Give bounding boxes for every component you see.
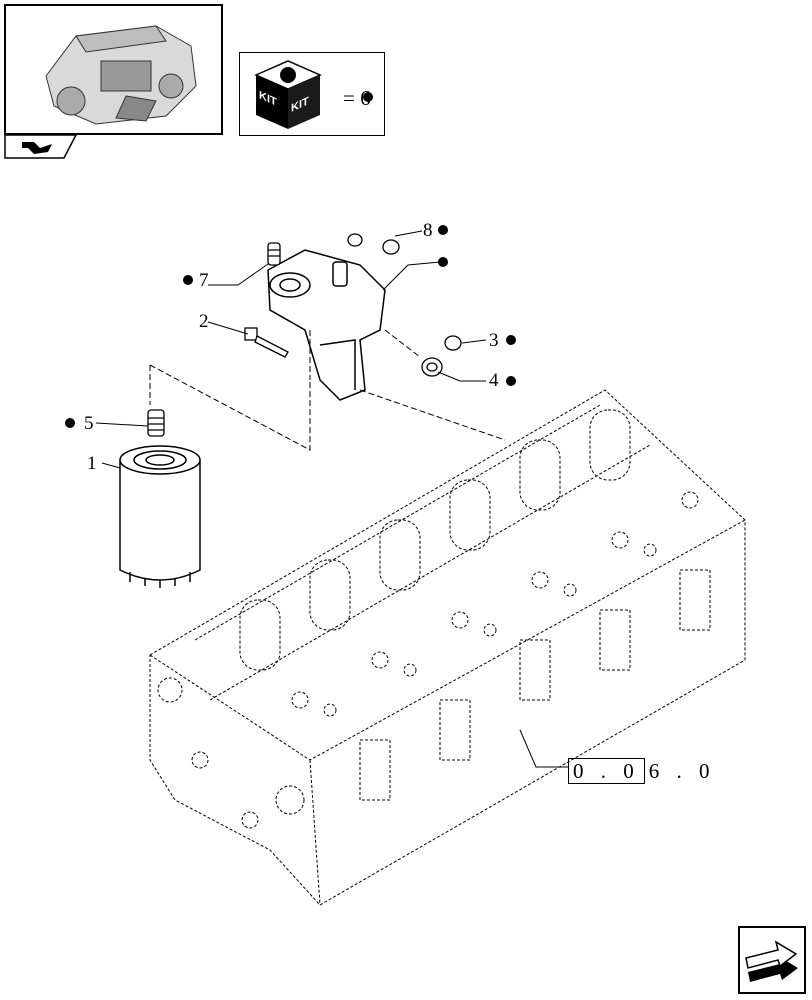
plugs [347, 233, 462, 377]
next-page-button[interactable] [738, 926, 806, 994]
kit-box-icon [254, 60, 373, 129]
next-page-arrow-icon [745, 940, 798, 982]
kit-quantity: = 6 [339, 86, 371, 111]
flip-arrow-icon [4, 134, 78, 159]
leader-lines [95, 230, 568, 768]
callout-3: 3 [489, 330, 499, 351]
oil-filter [119, 445, 201, 588]
cylinder-head [149, 389, 746, 906]
callout-1: 1 [87, 453, 97, 474]
callout-7: 7 [199, 270, 209, 291]
nipple-part [147, 409, 165, 437]
black-dot-icon [363, 92, 373, 102]
callout-2: 2 [199, 311, 209, 332]
nav-tab-button[interactable] [4, 134, 78, 160]
fitting-part [267, 242, 281, 266]
callout-5: 5 [84, 413, 94, 434]
callout-8: 8 [423, 220, 433, 241]
callout-4: 4 [489, 370, 499, 391]
alignment-lines [149, 329, 506, 451]
reference-boxed-part: 0 . 0 [568, 758, 645, 784]
kit-equals: = [343, 86, 355, 110]
engine-thumbnail [4, 4, 223, 135]
kit-legend: KIT KIT [239, 52, 385, 136]
kit-markers [65, 225, 516, 428]
engine-thumbnail-icon [45, 25, 197, 125]
kit-quantity-value: 6 [360, 86, 371, 110]
bolt-part [244, 327, 289, 358]
filter-support [267, 249, 386, 401]
reference-rest-part: 6 . 0 [648, 759, 716, 783]
